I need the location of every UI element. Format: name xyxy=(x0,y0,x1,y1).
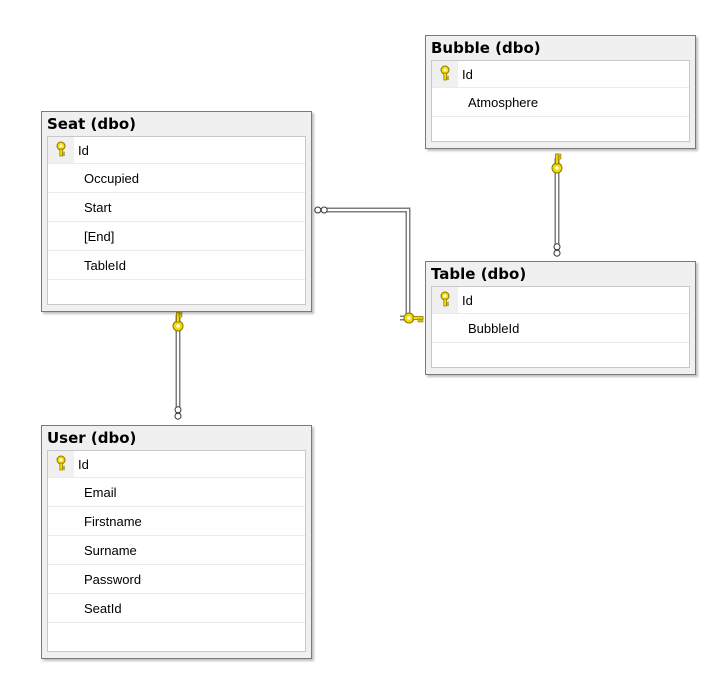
column-row[interactable]: Password xyxy=(48,565,305,594)
primary-key-icon xyxy=(440,291,450,307)
column-row[interactable]: Id xyxy=(48,137,305,164)
table-seat[interactable]: Seat (dbo) Id Occupied xyxy=(41,111,312,312)
column-row[interactable]: Id xyxy=(48,451,305,478)
row-selector[interactable] xyxy=(432,88,458,116)
column-list: Id Occupied Start [End] TableId xyxy=(47,136,306,305)
column-name: [End] xyxy=(84,228,115,244)
column-row[interactable]: Surname xyxy=(48,536,305,565)
column-row[interactable]: SeatId xyxy=(48,594,305,623)
column-name: Firstname xyxy=(84,513,142,529)
one-end-key-icon xyxy=(551,153,563,174)
column-name: Surname xyxy=(84,542,137,558)
column-row[interactable]: [End] xyxy=(48,222,305,251)
column-name: Email xyxy=(84,484,117,500)
column-row[interactable]: Id xyxy=(432,61,689,88)
column-list: Id BubbleId xyxy=(431,286,690,368)
row-selector[interactable] xyxy=(48,478,74,506)
table-user[interactable]: User (dbo) Id Email xyxy=(41,425,312,659)
one-end-key-icon xyxy=(403,312,424,324)
row-selector[interactable] xyxy=(432,314,458,342)
relationship-seat-table[interactable] xyxy=(314,206,424,324)
row-selector[interactable] xyxy=(48,251,74,279)
row-selector[interactable] xyxy=(432,61,458,87)
table-title[interactable]: Table (dbo) xyxy=(431,265,527,283)
column-row[interactable]: Id xyxy=(432,287,689,314)
column-row[interactable]: Start xyxy=(48,193,305,222)
column-name: Password xyxy=(84,571,142,587)
column-name: TableId xyxy=(84,257,126,273)
many-end-infinity-icon xyxy=(314,206,328,214)
table-title[interactable]: Bubble (dbo) xyxy=(431,39,541,57)
table-table[interactable]: Table (dbo) Id BubbleId xyxy=(425,261,696,375)
row-selector[interactable] xyxy=(48,594,74,622)
relationship-user-seat[interactable] xyxy=(172,311,184,420)
primary-key-icon xyxy=(440,65,450,81)
many-end-infinity-icon xyxy=(174,406,182,420)
row-selector[interactable] xyxy=(48,193,74,221)
column-name: Occupied xyxy=(84,170,139,186)
table-bubble[interactable]: Bubble (dbo) Id Atmosphere xyxy=(425,35,696,149)
row-selector[interactable] xyxy=(48,565,74,593)
one-end-key-icon xyxy=(172,311,184,332)
column-row[interactable]: BubbleId xyxy=(432,314,689,343)
column-name: Start xyxy=(84,199,112,215)
row-selector[interactable] xyxy=(48,164,74,192)
column-name: BubbleId xyxy=(468,320,520,336)
column-row[interactable]: Atmosphere xyxy=(432,88,689,117)
row-selector[interactable] xyxy=(48,507,74,535)
table-title[interactable]: User (dbo) xyxy=(47,429,137,447)
table-title[interactable]: Seat (dbo) xyxy=(47,115,136,133)
primary-key-icon xyxy=(56,455,66,471)
column-list: Id Atmosphere xyxy=(431,60,690,142)
column-name: Id xyxy=(78,456,89,472)
column-list: Id Email Firstname Surname Password Seat… xyxy=(47,450,306,652)
column-name: Atmosphere xyxy=(468,94,539,110)
row-selector[interactable] xyxy=(432,287,458,313)
column-name: Id xyxy=(462,292,473,308)
primary-key-icon xyxy=(56,141,66,157)
column-name: SeatId xyxy=(84,600,122,616)
column-name: Id xyxy=(78,142,89,158)
column-row[interactable]: Firstname xyxy=(48,507,305,536)
column-name: Id xyxy=(462,66,473,82)
row-selector[interactable] xyxy=(48,451,74,477)
column-row[interactable]: TableId xyxy=(48,251,305,280)
column-row[interactable]: Occupied xyxy=(48,164,305,193)
column-row[interactable]: Email xyxy=(48,478,305,507)
row-selector[interactable] xyxy=(48,222,74,250)
many-end-infinity-icon xyxy=(553,243,561,257)
row-selector[interactable] xyxy=(48,536,74,564)
row-selector[interactable] xyxy=(48,137,74,163)
relationship-table-bubble[interactable] xyxy=(551,153,563,257)
